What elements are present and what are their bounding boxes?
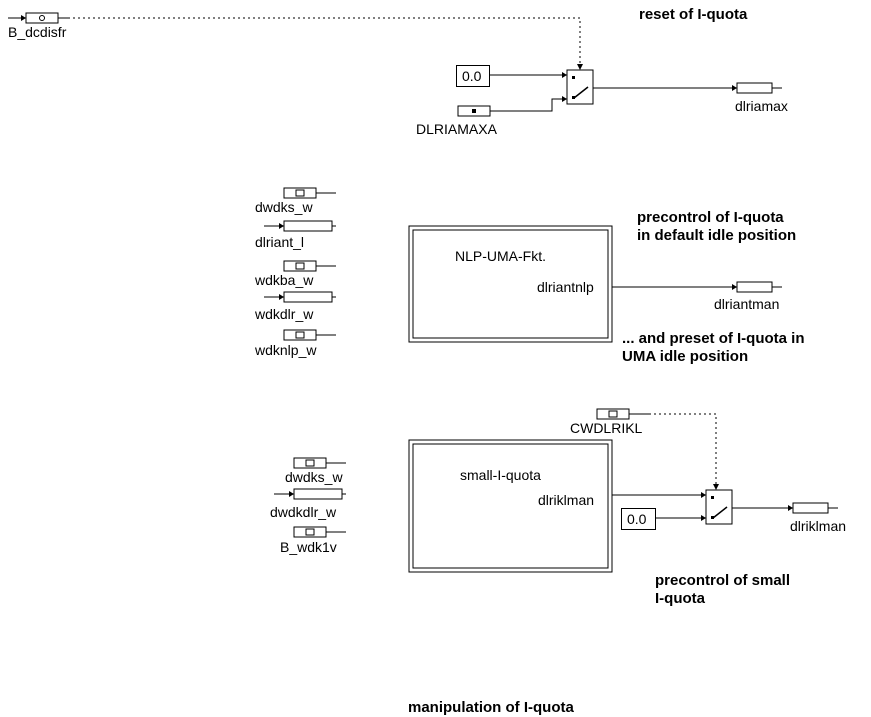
- input-label-b-dcdisfr: B_dcdisfr: [8, 24, 67, 40]
- annotation-manipulation: manipulation of I-quota: [408, 699, 574, 716]
- annotation-reset: reset of I-quota: [639, 6, 748, 23]
- input-label-dwdks-w-2: dwdks_w: [285, 469, 343, 485]
- input-label-b-wdk1v: B_wdk1v: [280, 539, 337, 555]
- annotation-precontrol-default: precontrol of I-quota in default idle po…: [637, 209, 797, 244]
- output-label-dlriklman: dlriklman: [790, 518, 847, 534]
- input-label-wdknlp-w: wdknlp_w: [255, 342, 317, 358]
- nlp-block-title: NLP-UMA-Fkt.: [455, 248, 546, 264]
- nlp-block-port: dlriantnlp: [537, 279, 594, 295]
- input-label-dlriant-l: dlriant_l: [255, 234, 305, 250]
- small-block-title: small-I-quota: [460, 467, 541, 483]
- input-label-wdkdlr-w: wdkdlr_w: [255, 306, 314, 322]
- param-label-cwdlrikl: CWDLRIKL: [570, 420, 643, 436]
- constant-block-top: 0.0: [456, 65, 490, 87]
- param-label-dlriamaxa: DLRIAMAXA: [416, 121, 497, 137]
- annotation-precontrol-small: precontrol of small I-quota: [655, 572, 791, 607]
- input-label-wdkba-w: wdkba_w: [255, 272, 314, 288]
- input-label-dwdkdlr-w: dwdkdlr_w: [270, 504, 337, 520]
- annotation-preset-uma: ... and preset of I-quota in UMA idle po…: [622, 330, 805, 365]
- constant-block-bottom: 0.0: [621, 508, 656, 530]
- small-block-port: dlriklman: [538, 492, 595, 508]
- output-label-dlriamax: dlriamax: [735, 98, 788, 114]
- input-label-dwdks-w: dwdks_w: [255, 199, 313, 215]
- output-label-dlriantman: dlriantman: [714, 296, 780, 312]
